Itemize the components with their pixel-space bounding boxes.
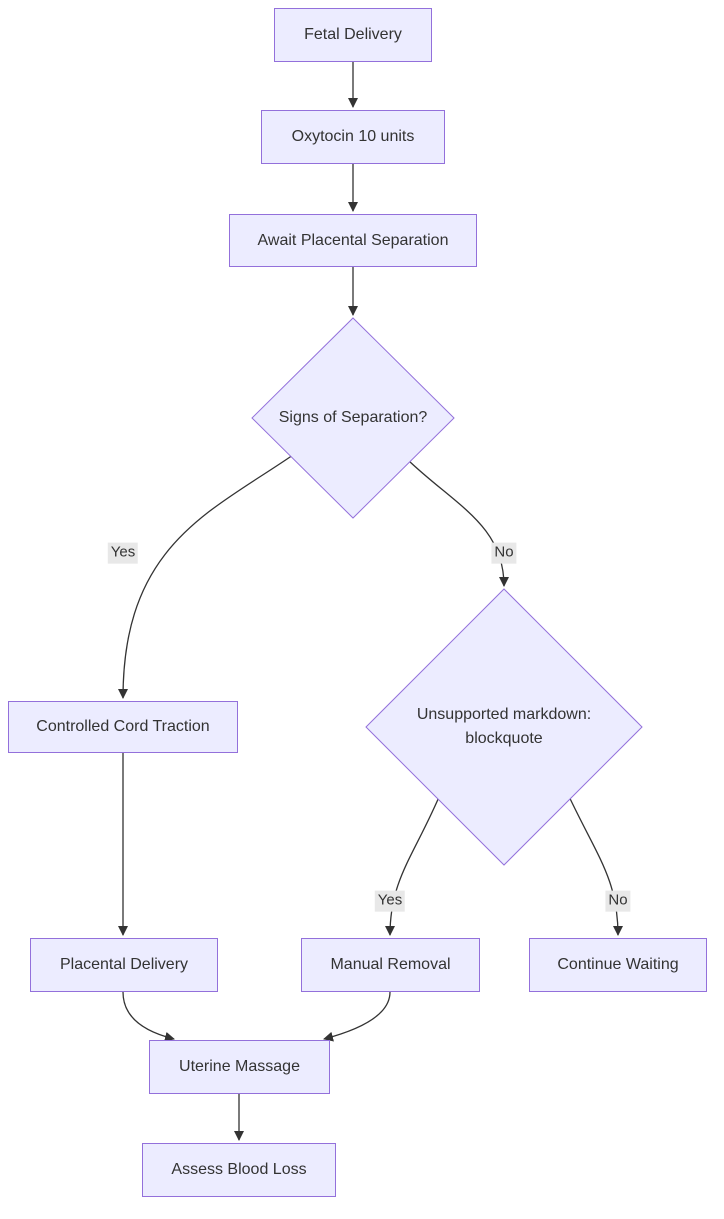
node-label-line2: blockquote (465, 730, 543, 747)
edge-label-no-unsupported: No (605, 890, 631, 912)
node-label: Signs of Separation? (278, 409, 428, 426)
node-assess-blood-loss: Assess Blood Loss (142, 1143, 336, 1197)
node-uterine-massage: Uterine Massage (149, 1040, 330, 1094)
node-manual-removal: Manual Removal (301, 938, 480, 992)
node-label: Continue Waiting (557, 956, 679, 973)
node-label-line1: Unsupported markdown: (416, 706, 592, 723)
node-label: Uterine Massage (179, 1058, 300, 1075)
node-label: Assess Blood Loss (171, 1161, 307, 1178)
edge-unsupported-no-to-waiting (565, 789, 623, 936)
node-fetal-delivery: Fetal Delivery (274, 8, 432, 62)
node-continue-waiting: Continue Waiting (529, 938, 707, 992)
node-label: Fetal Delivery (304, 26, 402, 43)
node-label: Await Placental Separation (257, 231, 449, 249)
node-label: Placental Delivery (59, 956, 189, 973)
diamond-unsupported-markdown (365, 588, 643, 866)
diamond-label-unsupported-markdown: Unsupported markdown: blockquote (417, 703, 591, 751)
edge-label-yes-signs: Yes (107, 542, 139, 564)
node-label: Manual Removal (330, 956, 451, 973)
edge-signs-yes-to-cct (118, 454, 294, 699)
edge-unsupported-yes-to-manual (385, 789, 443, 936)
node-label: Oxytocin 10 units (291, 128, 415, 145)
diamond-label-signs-of-separation: Signs of Separation? (279, 406, 428, 430)
node-label: Controlled Cord Traction (36, 718, 210, 735)
edge-placental-to-uterine (122, 991, 175, 1042)
edge-manual-to-uterine (323, 991, 391, 1042)
edge-label-yes-unsupported: Yes (374, 890, 406, 912)
diamond-signs-of-separation (251, 317, 455, 519)
node-placental-delivery: Placental Delivery (30, 938, 218, 992)
edge-signs-no-to-unsupported (407, 459, 509, 587)
edge-label-no-signs: No (491, 542, 517, 564)
node-controlled-cord-traction: Controlled Cord Traction (8, 701, 238, 753)
node-oxytocin: Oxytocin 10 units (261, 110, 445, 164)
node-await-placental-separation: Await Placental Separation (229, 214, 477, 267)
